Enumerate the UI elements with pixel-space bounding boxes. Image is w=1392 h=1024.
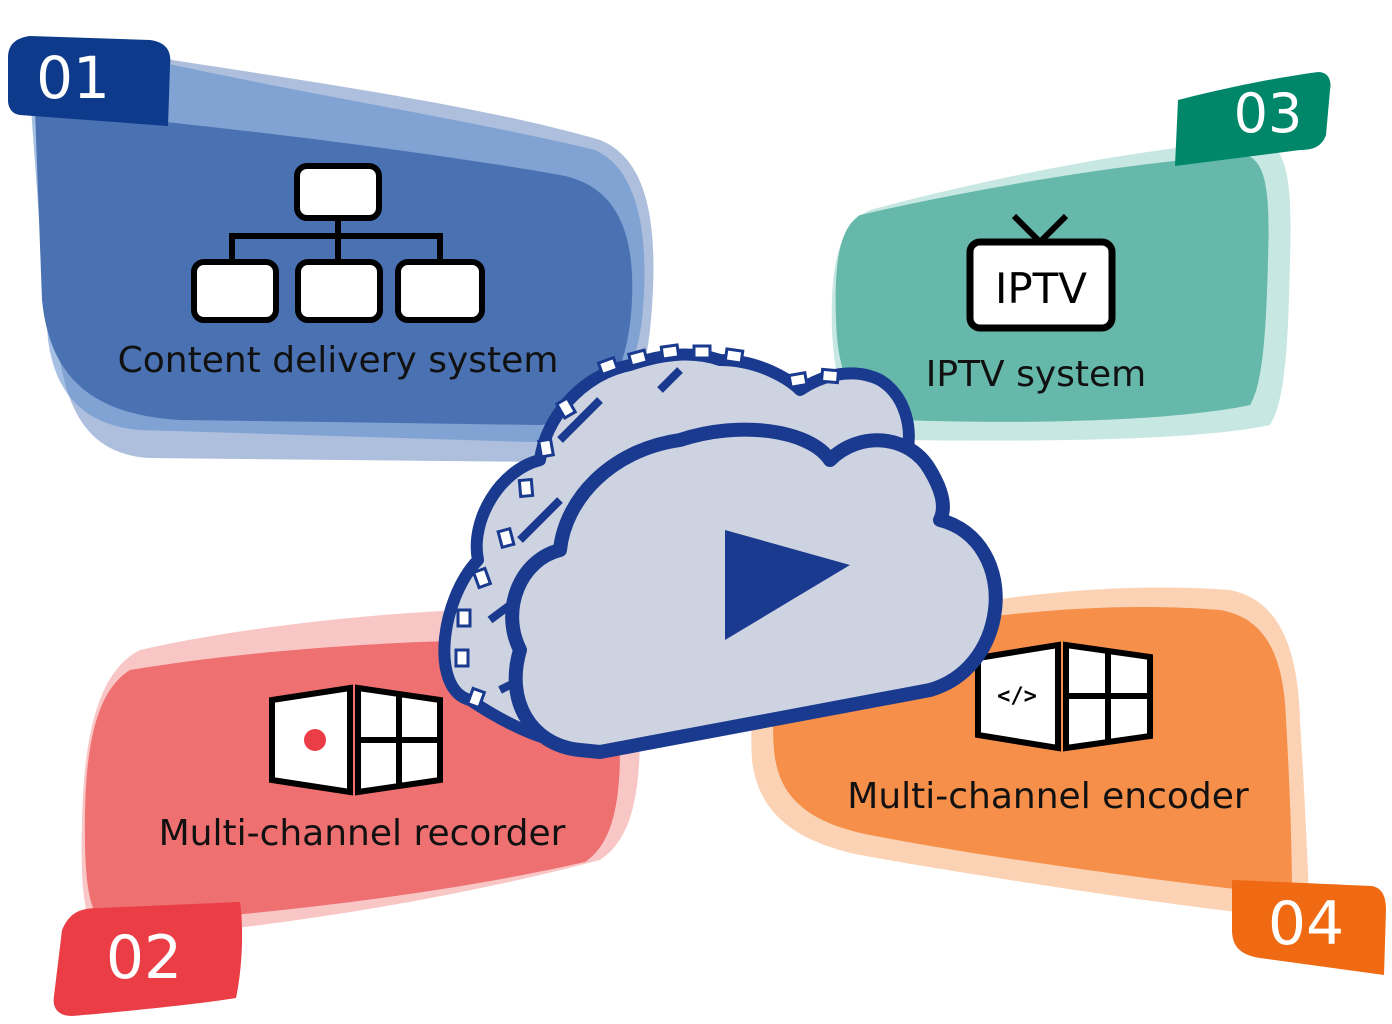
recorder-icon [269,684,443,796]
panel-03-label: IPTV system [926,354,1147,395]
badge-01-number: 01 [36,44,110,112]
badge-02-number: 02 [106,923,182,993]
panel-01-label: Content delivery system [118,340,559,381]
tv-icon: IPTV [966,213,1116,332]
code-icon: </> [997,684,1037,709]
badge-01 [8,36,171,126]
badge-03 [1175,72,1331,166]
play-icon [725,530,850,640]
hierarchy-icon [191,163,485,323]
record-dot-icon [304,729,326,751]
badge-04 [1232,880,1386,975]
tv-icon-text: IPTV [995,264,1087,313]
panel-04-label: Multi-channel encoder [847,776,1249,817]
badge-02 [53,902,243,1016]
encoder-icon: </> [975,641,1153,752]
film-sprockets [454,343,841,710]
panel-02-label: Multi-channel recorder [159,813,566,854]
badge-04-number: 04 [1268,889,1344,959]
badge-03-number: 03 [1234,82,1303,145]
panel-content-delivery: 01 Content delivery system [8,36,654,462]
panel-iptv: 03 IPTV IPTV system [831,72,1331,441]
cloud-video-icon [438,343,1003,759]
